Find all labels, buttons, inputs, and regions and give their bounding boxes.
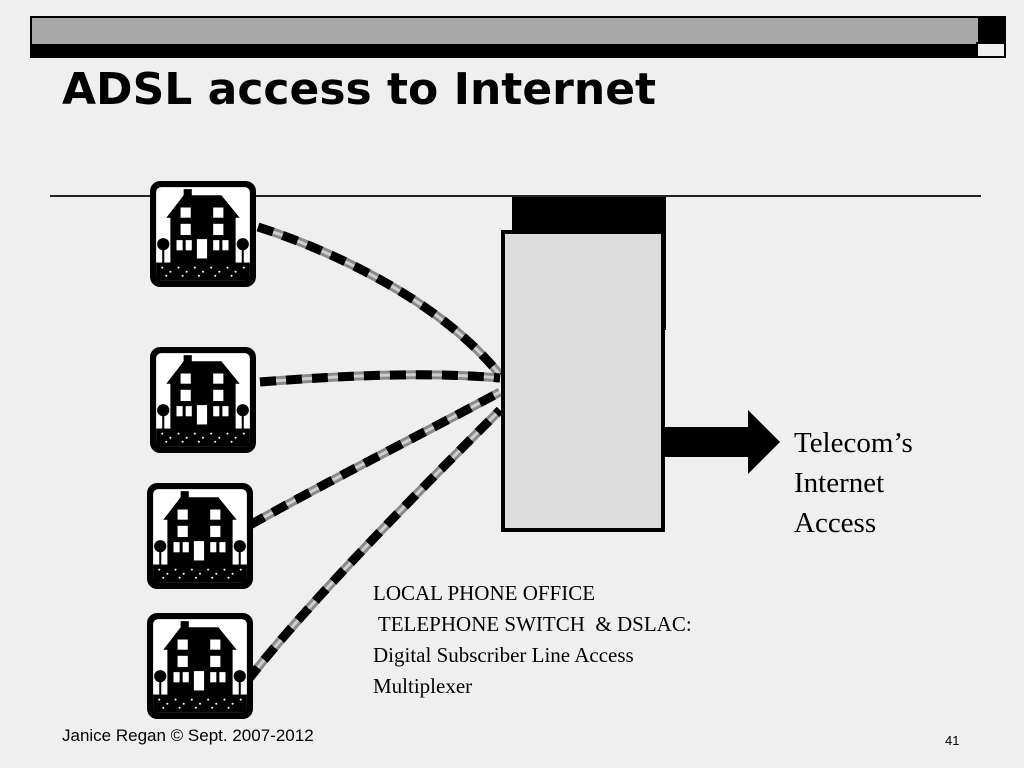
telecom-label-line: Internet xyxy=(794,467,885,499)
house-icon xyxy=(150,347,256,453)
office-label-line: TELEPHONE SWITCH & DSLAC: xyxy=(373,612,692,636)
page-number: 41 xyxy=(945,733,960,748)
right-arrow-icon xyxy=(665,410,780,474)
slide-title: ADSL access to Internet xyxy=(62,64,657,115)
office-label-line: Multiplexer xyxy=(373,674,473,698)
house-icon xyxy=(147,483,253,589)
office-label-line: LOCAL PHONE OFFICE xyxy=(373,581,596,605)
footer-author: Janice Regan © Sept. 2007-2012 xyxy=(62,726,314,745)
house-icon xyxy=(147,613,253,719)
telecom-label-line: Access xyxy=(794,507,877,539)
cable-3 xyxy=(247,388,503,529)
telecom-internet-label: Telecom’s Internet Access xyxy=(794,423,913,543)
title-bar-gray-strip xyxy=(32,18,978,44)
title-bar-corner-box xyxy=(976,42,1004,56)
phone-office-label: LOCAL PHONE OFFICE TELEPHONE SWITCH & DS… xyxy=(373,578,692,702)
phone-office-box xyxy=(501,230,665,532)
title-bar-decoration xyxy=(30,16,1006,58)
house-icon xyxy=(150,181,256,287)
cable-2 xyxy=(259,370,501,387)
cable-1 xyxy=(256,222,504,378)
office-label-line: Digital Subscriber Line Access xyxy=(373,643,634,667)
telecom-label-line: Telecom’s xyxy=(794,427,913,459)
cable-4 xyxy=(244,406,504,683)
horizontal-rule xyxy=(50,195,981,197)
